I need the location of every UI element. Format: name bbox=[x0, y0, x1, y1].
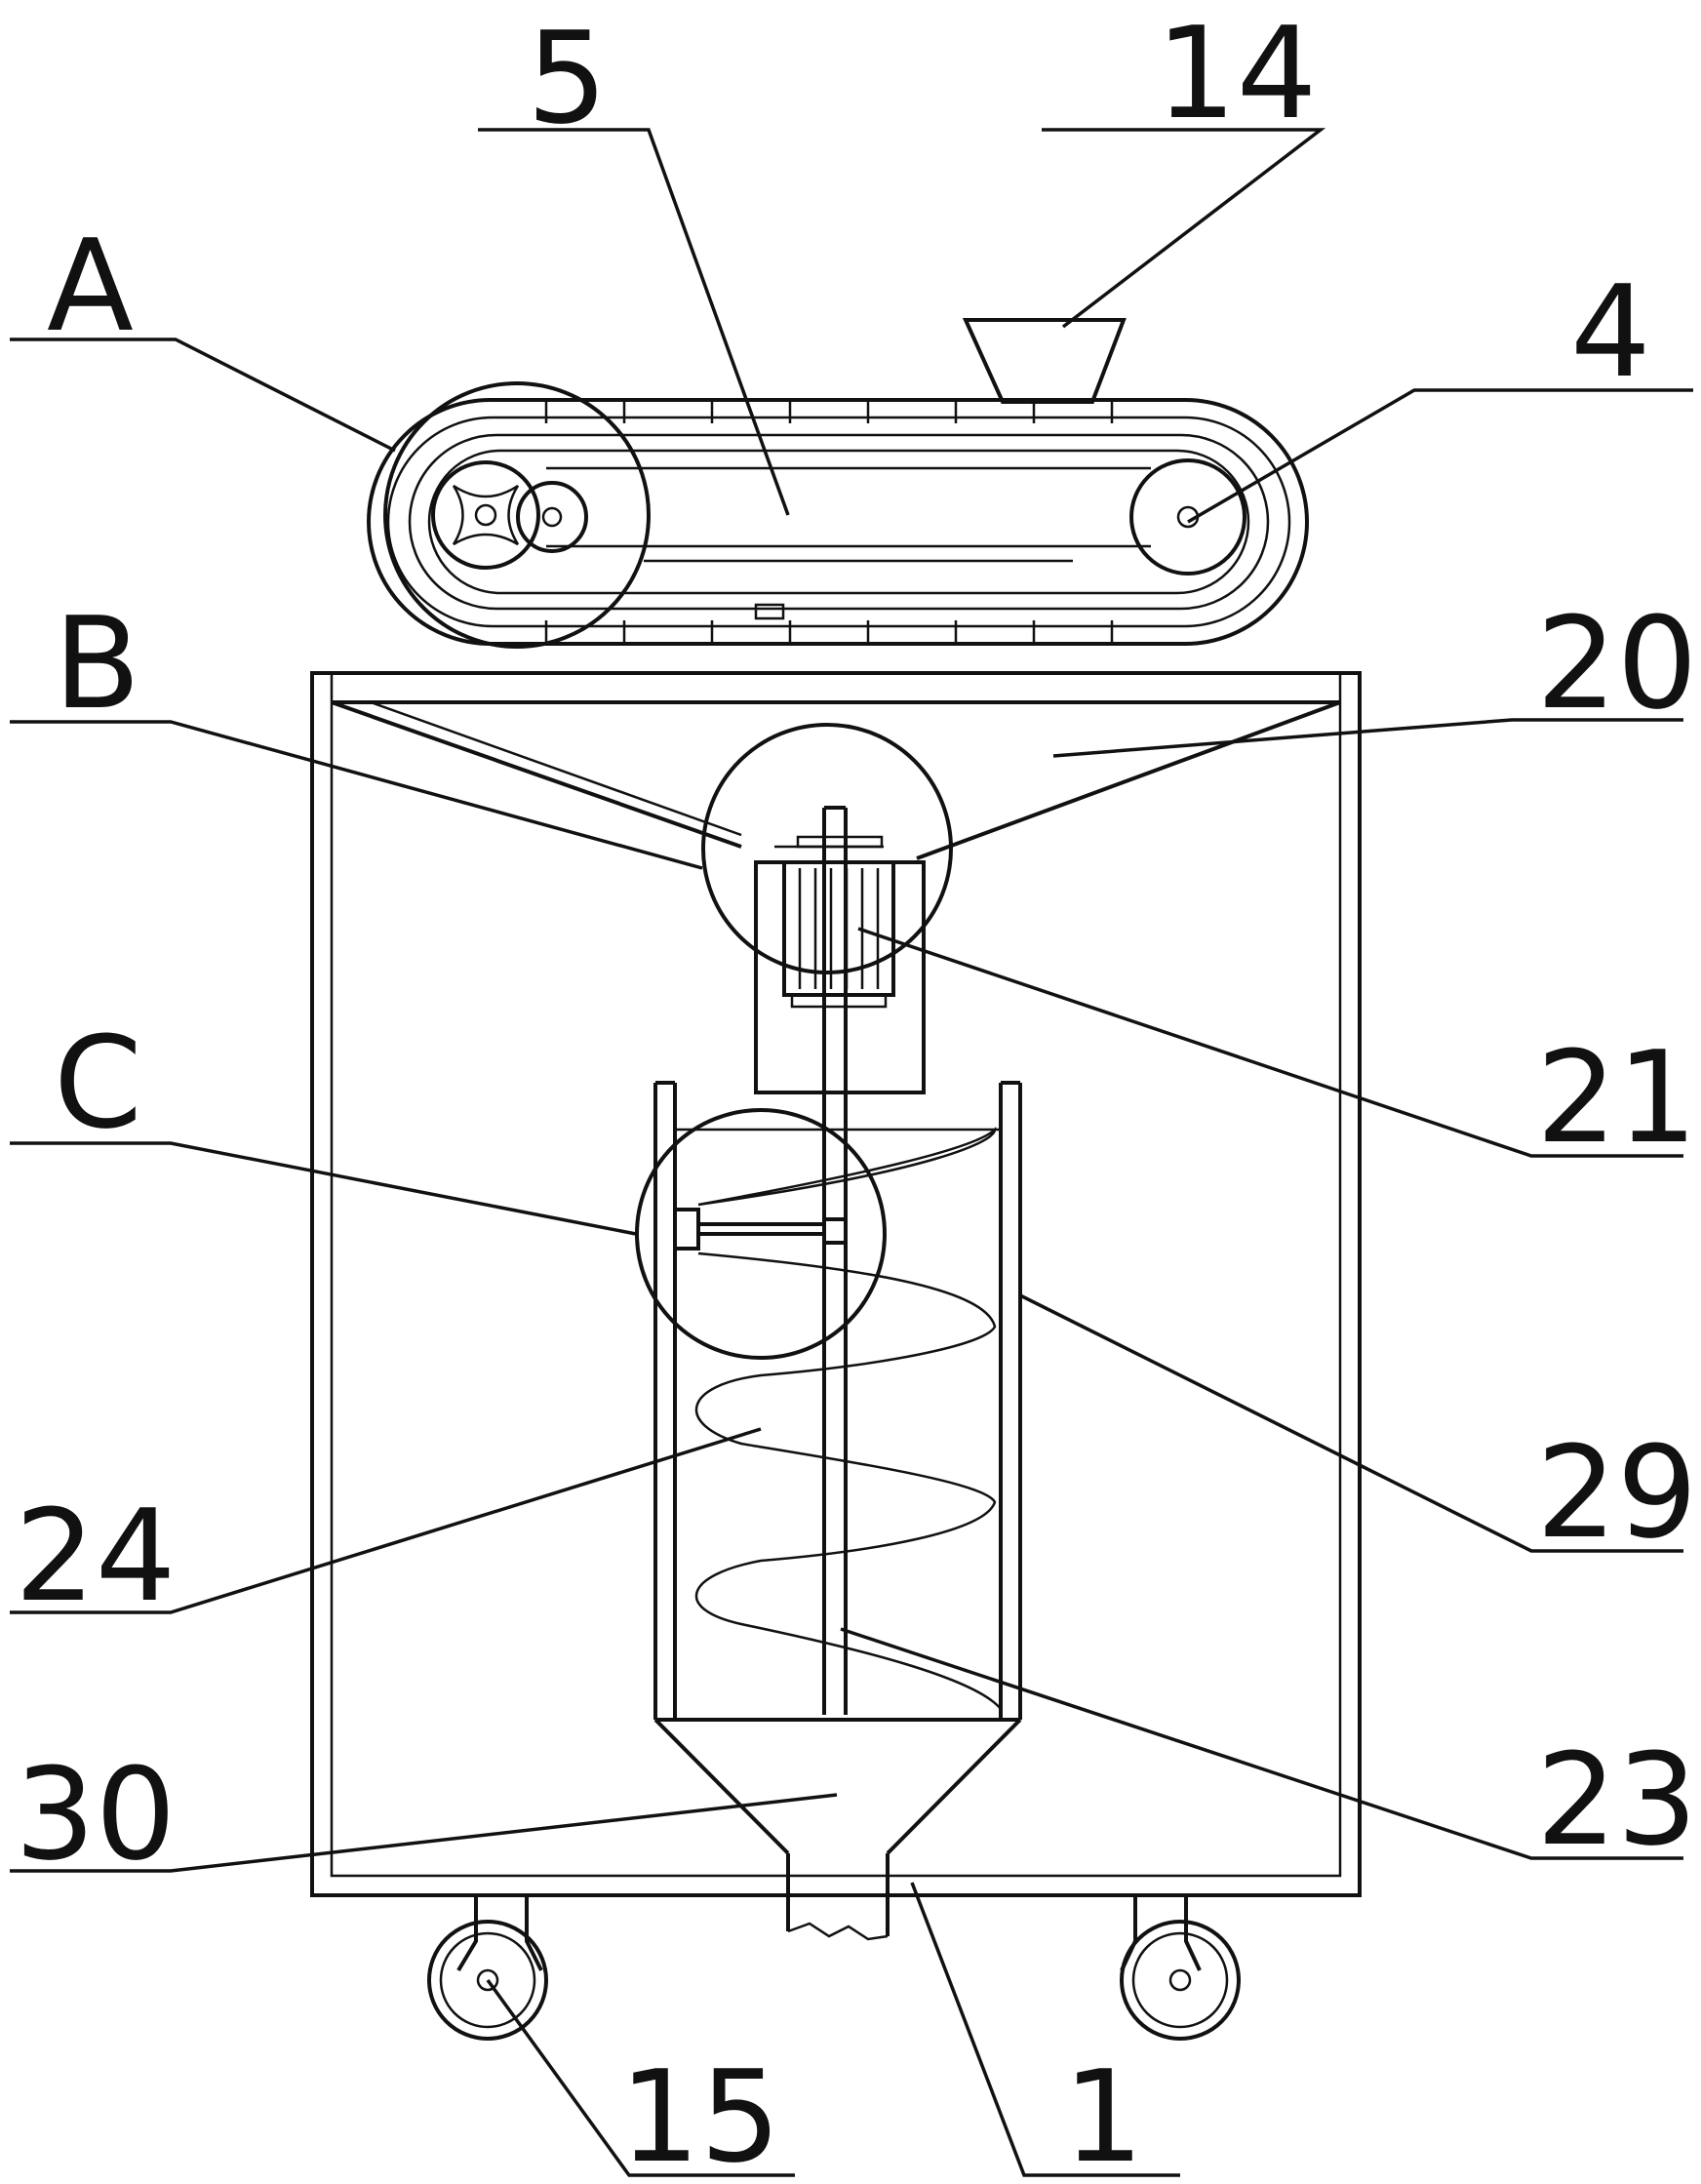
detail-circle-c bbox=[635, 1108, 887, 1360]
label-14: 14 bbox=[1156, 0, 1317, 147]
leader-lines bbox=[10, 128, 1693, 2177]
label-c: C bbox=[54, 1009, 142, 1157]
discharge-cone-30 bbox=[653, 1718, 1022, 1941]
shaft bbox=[822, 806, 848, 1715]
wheel-right bbox=[1120, 1895, 1241, 2041]
funnel-20 bbox=[331, 700, 1341, 860]
label-1: 1 bbox=[1063, 2043, 1144, 2184]
label-b: B bbox=[54, 589, 140, 737]
conveyor-frame bbox=[546, 466, 1151, 620]
label-23: 23 bbox=[1536, 1726, 1697, 1874]
driven-roller bbox=[1129, 458, 1246, 576]
label-30: 30 bbox=[15, 1740, 176, 1888]
label-5: 5 bbox=[527, 4, 608, 152]
main-frame bbox=[310, 671, 1362, 1897]
label-20: 20 bbox=[1536, 589, 1697, 737]
detail-circle-b bbox=[701, 723, 953, 974]
mixing-tank-29 bbox=[653, 1081, 1022, 1722]
detail-circle-a bbox=[383, 381, 651, 649]
label-21: 21 bbox=[1536, 1023, 1697, 1171]
drive-gear bbox=[431, 460, 588, 570]
label-24: 24 bbox=[15, 1482, 176, 1630]
label-15: 15 bbox=[619, 2043, 780, 2184]
label-29: 29 bbox=[1536, 1418, 1697, 1567]
spiral-blade-24 bbox=[694, 1126, 1002, 1710]
label-a: A bbox=[47, 212, 134, 360]
callout-labels: A 5 14 4 B 20 C 21 29 24 23 30 15 1 bbox=[15, 0, 1697, 2184]
label-4: 4 bbox=[1570, 258, 1651, 406]
feed-hopper bbox=[962, 318, 1127, 404]
scraper-arm bbox=[673, 1208, 848, 1251]
wheel-left bbox=[427, 1895, 548, 2041]
conveyor-belt bbox=[367, 398, 1309, 646]
